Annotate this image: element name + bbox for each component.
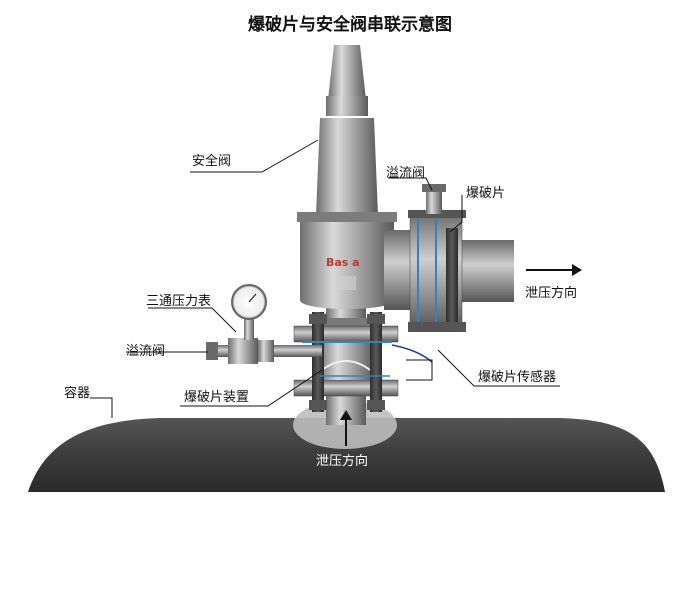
label-safety-valve: 安全阀 bbox=[192, 154, 232, 169]
label-overflow-valve-top: 溢流阀 bbox=[386, 166, 426, 181]
overflow-valve-top bbox=[422, 184, 446, 214]
label-overflow-valve-left: 溢流阀 bbox=[126, 344, 166, 359]
diagram-title: 爆破片与安全阀串联示意图 bbox=[248, 15, 452, 35]
label-three-way-gauge: 三通压力表 bbox=[146, 294, 212, 309]
safety-valve: Bas a bbox=[297, 45, 397, 309]
label-discharge-direction-right: 泄压方向 bbox=[525, 286, 578, 301]
label-rupture-disc: 爆破片 bbox=[466, 186, 506, 201]
leader-lines bbox=[90, 139, 560, 418]
discharge-arrow-right bbox=[526, 264, 582, 276]
label-container: 容器 bbox=[64, 386, 91, 401]
gauge-assembly bbox=[206, 284, 322, 364]
discharge-arrow-bottom bbox=[340, 410, 352, 446]
outlet-pipe bbox=[384, 210, 514, 332]
label-rupture-disc-device: 爆破片装置 bbox=[184, 390, 250, 405]
label-rupture-disc-sensor: 爆破片传感器 bbox=[478, 370, 557, 385]
rupture-disc-device bbox=[293, 312, 433, 412]
label-discharge-direction-bottom: 泄压方向 bbox=[316, 454, 369, 469]
brand-mark: Bas a bbox=[326, 256, 360, 269]
